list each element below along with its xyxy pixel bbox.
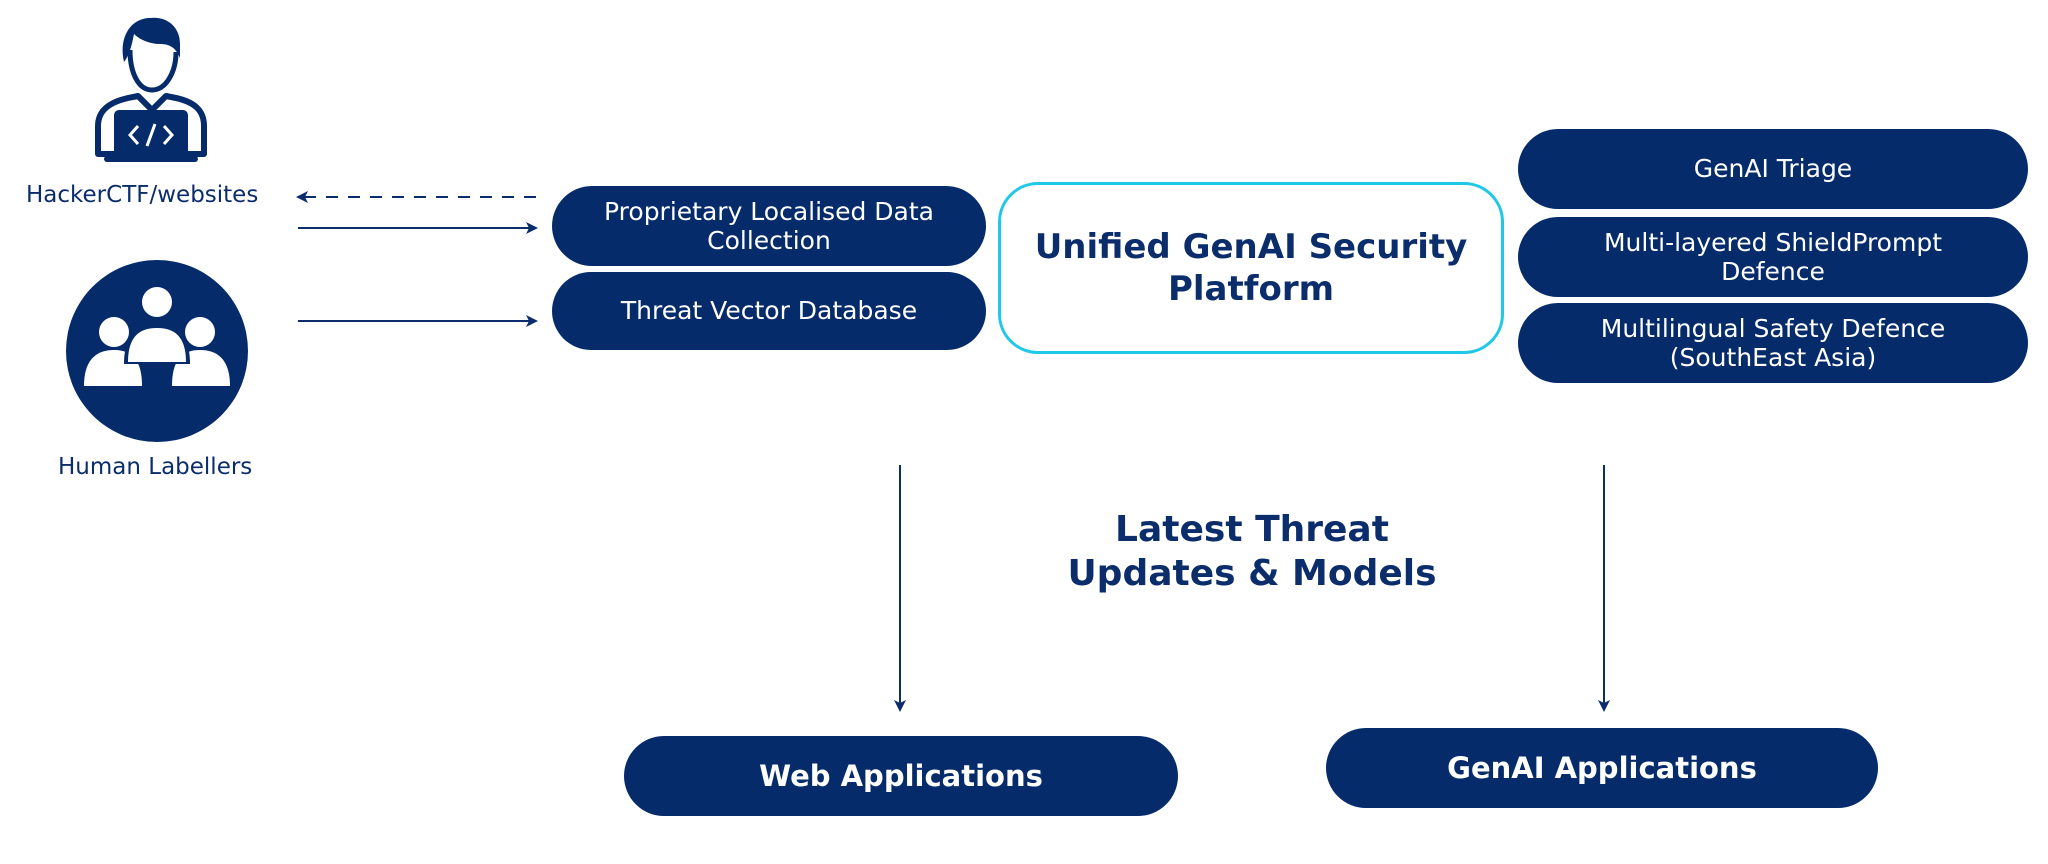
people-group-icon [66, 260, 248, 442]
genai-triage-label: GenAI Triage [1693, 154, 1853, 184]
labellers-label: Human Labellers [58, 454, 253, 480]
web-applications-box: Web Applications [624, 736, 1178, 816]
platform-title: Unified GenAI Security Platform [1034, 226, 1468, 310]
hacker-laptop-icon [95, 17, 207, 162]
updates-title: Latest Threat Updates & Models [1067, 509, 1437, 594]
multilingual-safety-label: Multilingual Safety Defence (SouthEast A… [1600, 313, 1946, 373]
data-collection-label: Proprietary Localised Data Collection [604, 196, 934, 256]
data-collection-box: Proprietary Localised Data Collection [552, 186, 986, 266]
shieldprompt-defence-label: Multi-layered ShieldPrompt Defence [1603, 227, 1943, 287]
shieldprompt-defence-box: Multi-layered ShieldPrompt Defence [1518, 217, 2028, 297]
genai-applications-label: GenAI Applications [1447, 750, 1757, 785]
genai-triage-box: GenAI Triage [1518, 129, 2028, 209]
threat-vector-database-label: Threat Vector Database [620, 296, 918, 326]
multilingual-safety-box: Multilingual Safety Defence (SouthEast A… [1518, 303, 2028, 383]
platform-box: Unified GenAI Security Platform [998, 182, 1504, 354]
web-applications-label: Web Applications [759, 758, 1043, 793]
threat-vector-database-box: Threat Vector Database [552, 272, 986, 350]
hacker-label: HackerCTF/websites [26, 182, 259, 208]
genai-applications-box: GenAI Applications [1326, 728, 1878, 808]
